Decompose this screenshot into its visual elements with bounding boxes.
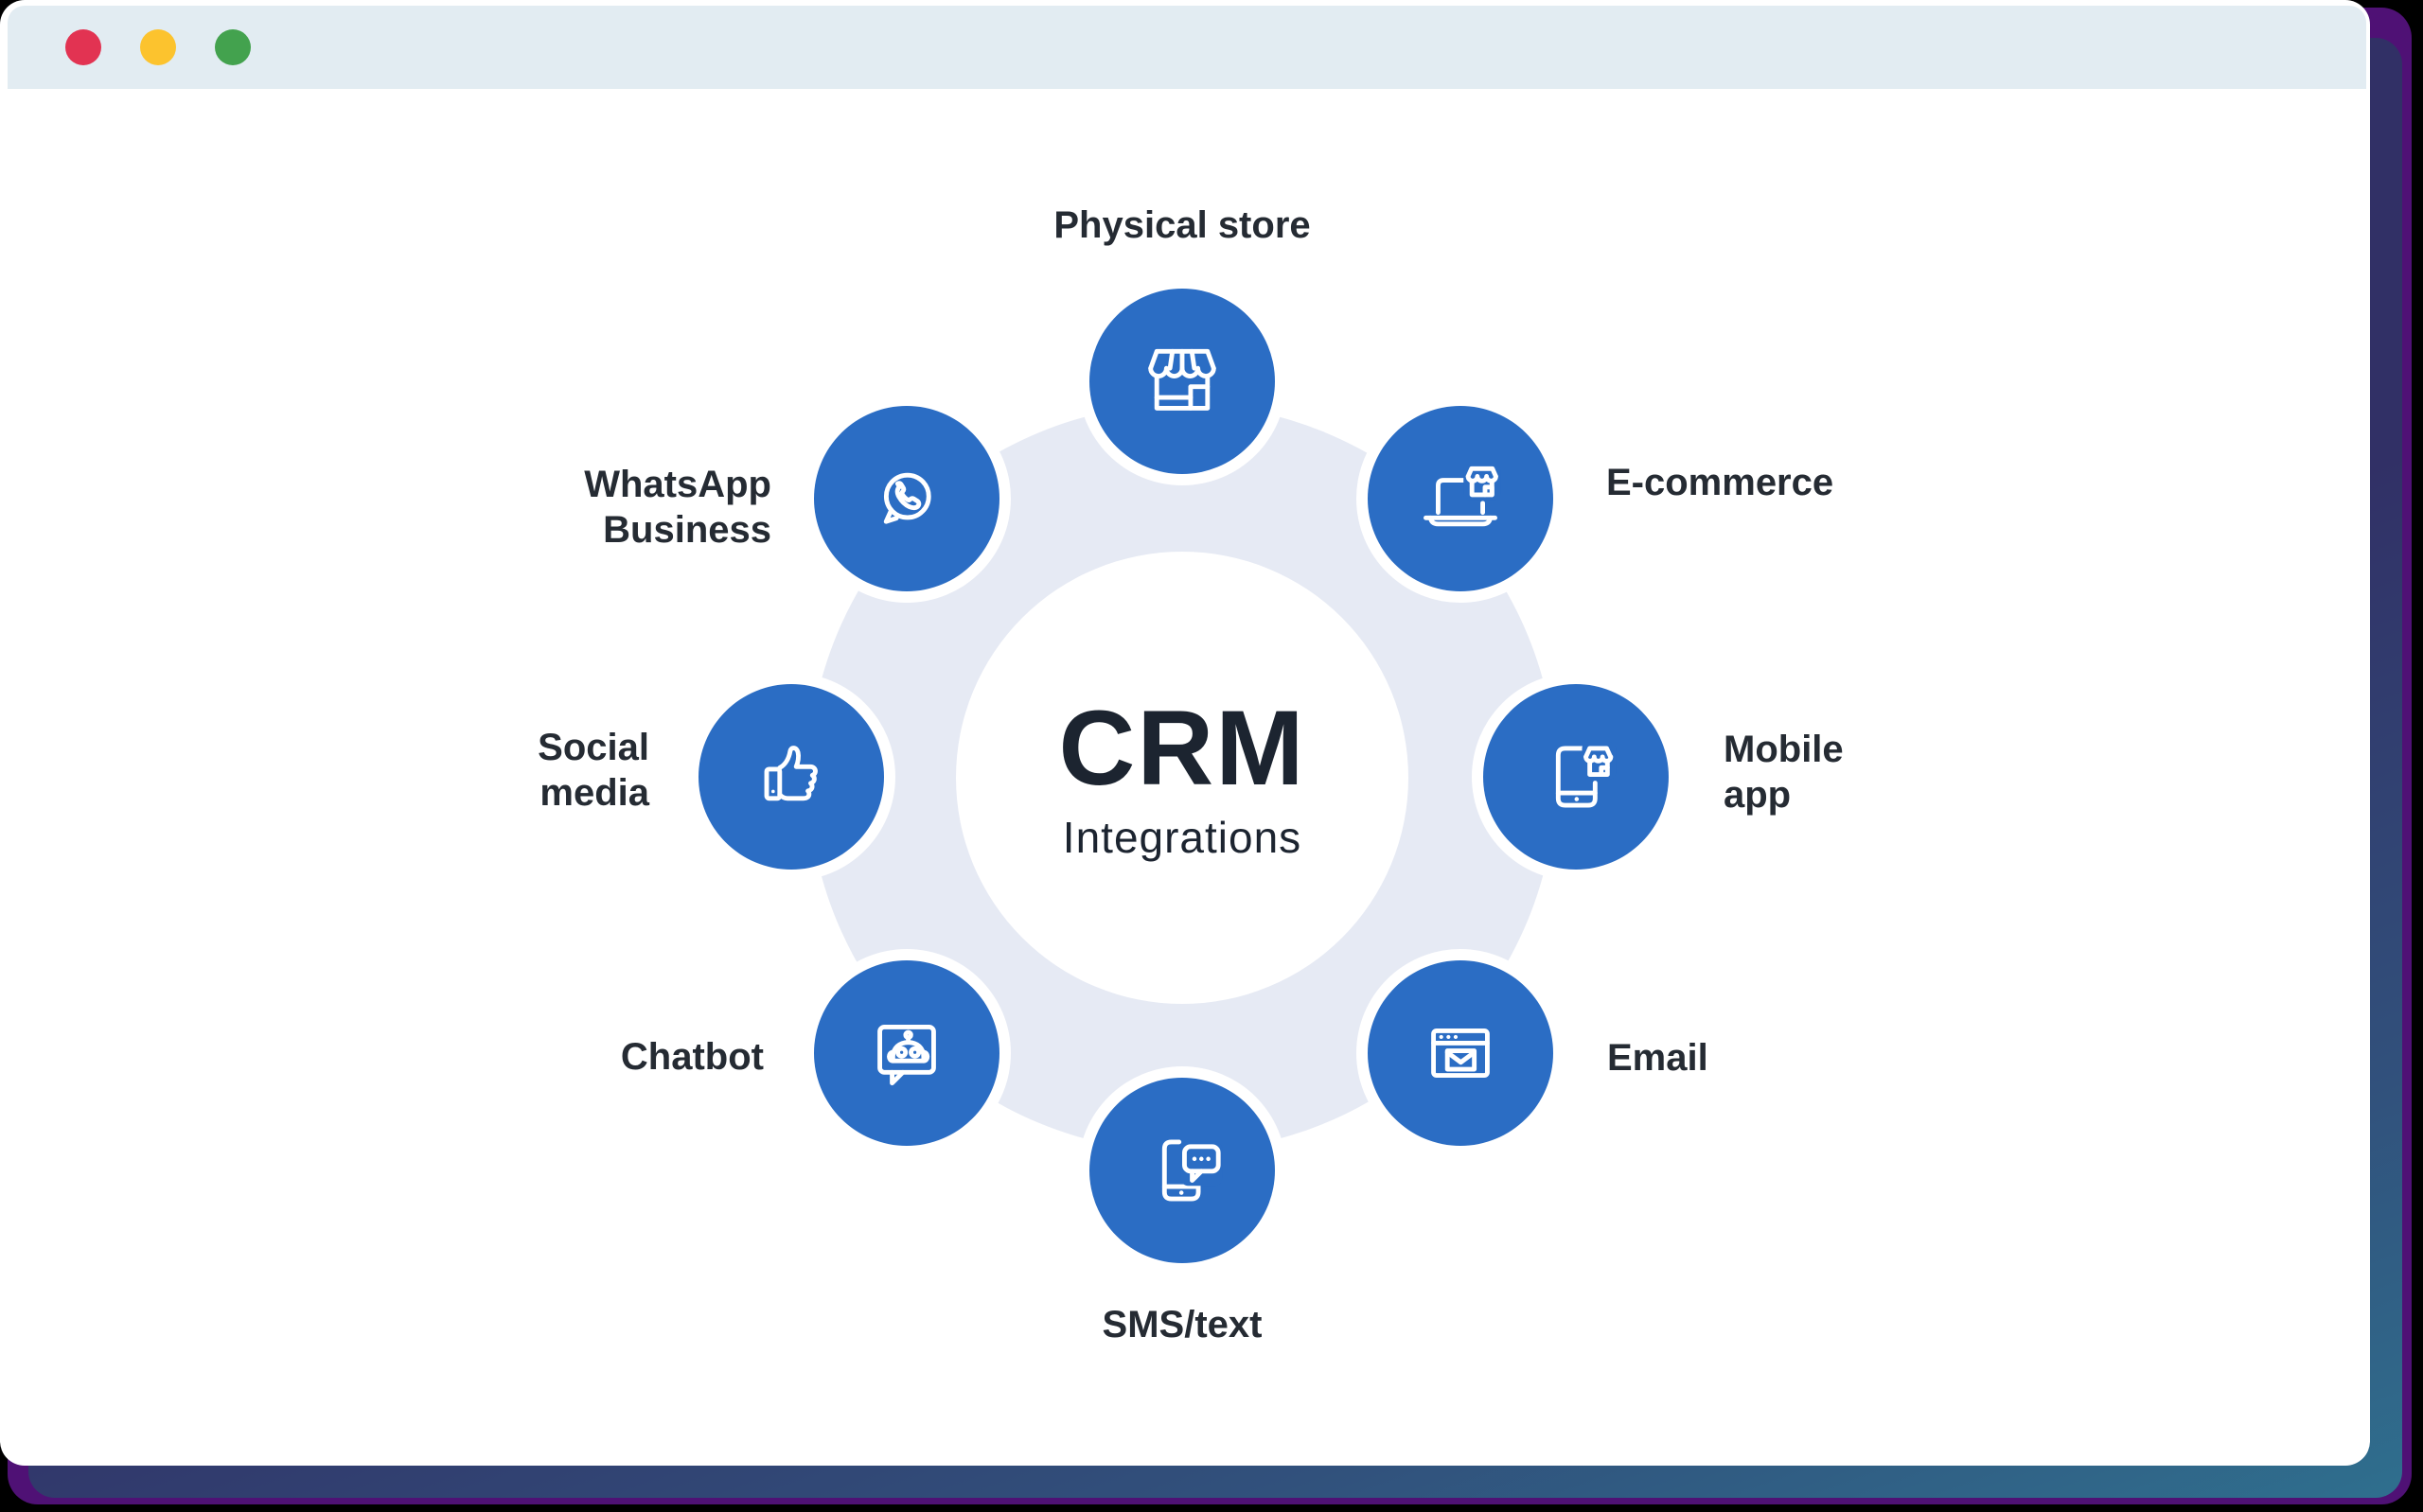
- label-mobile-app: Mobile app: [1724, 729, 1844, 816]
- robot-chat-icon: [877, 1024, 936, 1086]
- node-mobile-app: [1483, 684, 1669, 870]
- crm-integrations-diagram: CRM Integrations Physical store: [538, 204, 1844, 1345]
- whatsapp-icon: [883, 472, 931, 524]
- minimize-button[interactable]: [140, 29, 176, 65]
- node-email: [1368, 960, 1553, 1146]
- label-e-commerce: E-commerce: [1606, 462, 1834, 503]
- node-chatbot: [814, 960, 999, 1146]
- hub-title: CRM: [1058, 689, 1306, 808]
- label-whatsapp-business: WhatsApp Business: [584, 464, 771, 551]
- phone-store-icon: [1555, 742, 1617, 808]
- label-chatbot: Chatbot: [620, 1036, 764, 1078]
- browser-envelope-icon: [1431, 1029, 1490, 1078]
- label-sms-text: SMS/text: [1102, 1304, 1263, 1345]
- laptop-store-icon: [1424, 464, 1501, 527]
- window-titlebar: [8, 6, 2366, 89]
- label-physical-store: Physical store: [1053, 204, 1311, 246]
- node-e-commerce: [1368, 406, 1553, 591]
- thumbs-up-icon: [764, 746, 818, 801]
- close-button[interactable]: [65, 29, 101, 65]
- crm-hub: CRM Integrations: [956, 552, 1408, 1004]
- label-email: Email: [1607, 1037, 1708, 1079]
- phone-chat-icon: [1161, 1139, 1223, 1202]
- node-sms-text: [1089, 1078, 1275, 1263]
- app-window: CRM Integrations Physical store: [0, 0, 2370, 1466]
- hub-subtitle: Integrations: [1062, 812, 1302, 862]
- node-whatsapp-business: [814, 406, 999, 591]
- label-social-media: Social media: [538, 727, 649, 814]
- node-social-media: [699, 684, 884, 870]
- diagram-canvas: CRM Integrations Physical store: [0, 89, 2370, 1466]
- maximize-button[interactable]: [215, 29, 251, 65]
- node-physical-store: [1089, 289, 1275, 474]
- storefront-icon: [1148, 348, 1216, 411]
